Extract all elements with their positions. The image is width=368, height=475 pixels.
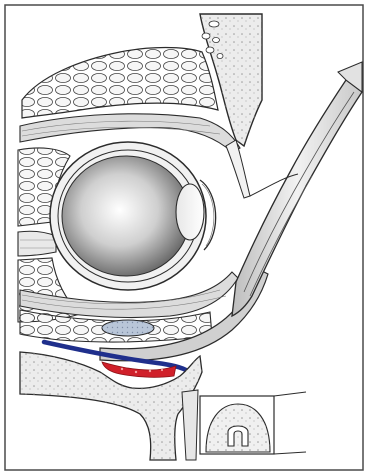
- optic-nerve: [18, 231, 56, 256]
- eyeball: [62, 156, 190, 276]
- lens: [176, 184, 204, 240]
